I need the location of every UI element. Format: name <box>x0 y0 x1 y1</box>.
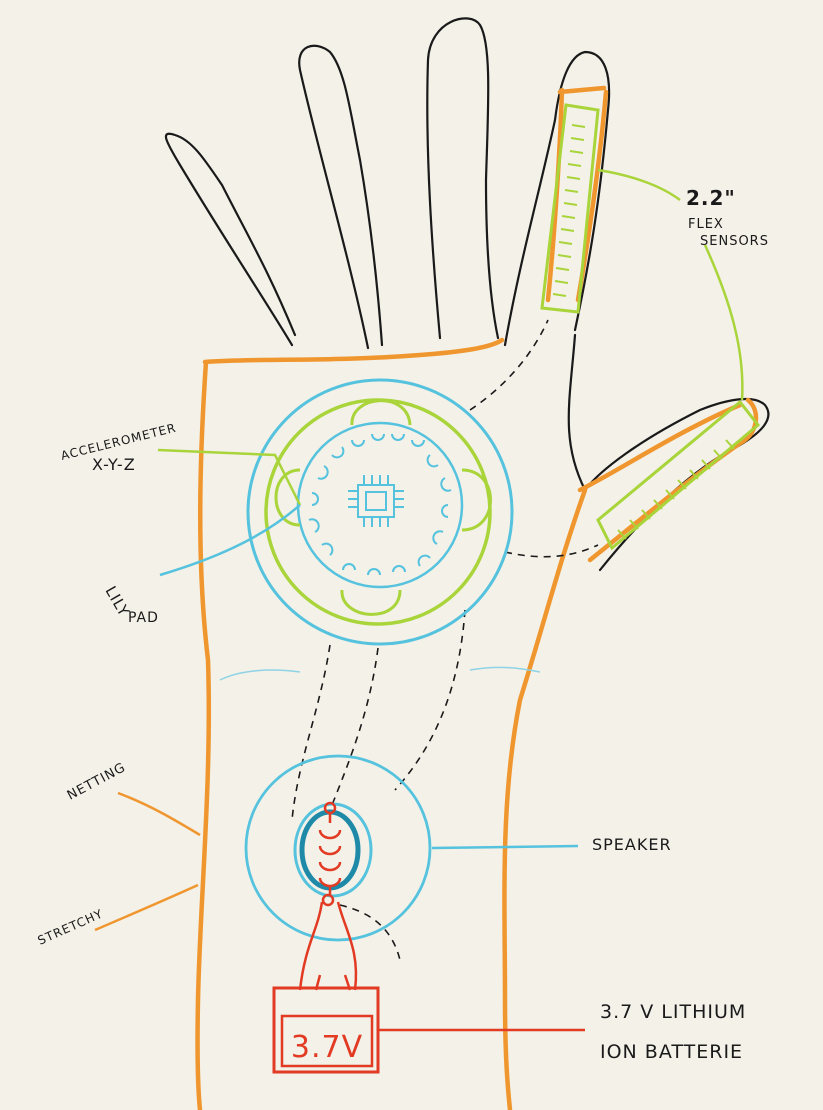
flex-label-line1: FLEX <box>688 217 724 232</box>
battery-box-label: 3.7V <box>291 1030 363 1065</box>
flex-label-line2: SENSORS <box>700 234 769 249</box>
accelerometer-label-line2: X-Y-Z <box>92 455 136 474</box>
speaker-label: SPEAKER <box>592 835 672 854</box>
lilypad-label-line2: PAD <box>128 610 159 626</box>
flex-size-label: 2.2" <box>686 186 736 210</box>
battery-label-line2: ION BATTERIE <box>600 1041 743 1063</box>
battery-label-line1: 3.7 V LITHIUM <box>600 1001 746 1023</box>
